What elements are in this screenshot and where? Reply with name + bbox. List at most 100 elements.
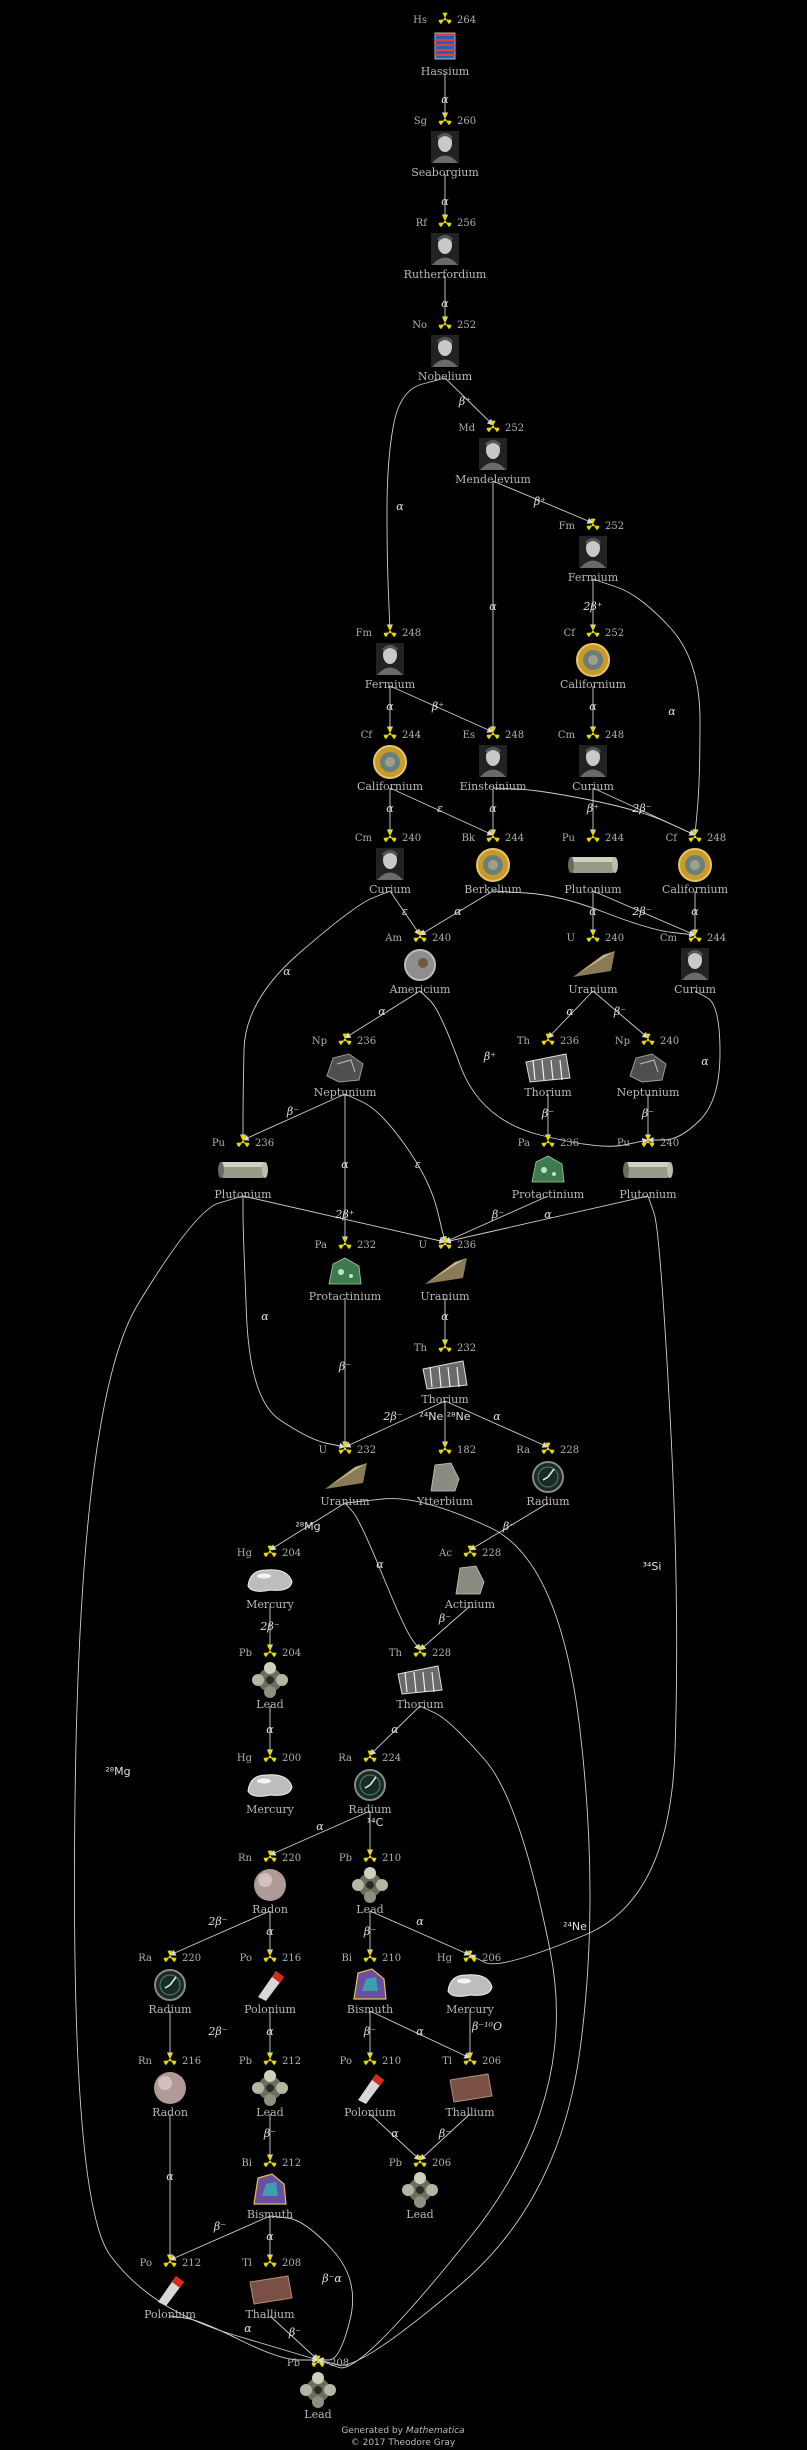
portrait-icon	[579, 536, 607, 568]
decay-label-u236-to-th232: α	[441, 1310, 449, 1323]
element-symbol: U	[419, 1240, 427, 1251]
element-name: Mercury	[446, 2003, 495, 2016]
radiation-icon	[383, 727, 397, 740]
decay-edge-u240-to-np240	[592, 990, 649, 1039]
decay-label-es248-to-bk244: α	[489, 802, 497, 815]
decay-label-ra224-to-rn220: α	[316, 1820, 324, 1833]
decay-edge-tl206-to-pb206	[419, 2113, 471, 2161]
decay-edge-u232-to-pb208	[317, 1498, 591, 2366]
decay-label-pu240-to-hg206: ³⁴Si	[643, 1560, 662, 1573]
element-symbol: Hg	[237, 1548, 253, 1559]
mass-number: 248	[402, 628, 421, 639]
radiation-icon	[541, 1135, 555, 1148]
seal-icon	[576, 643, 610, 677]
element-name: Bismuth	[247, 2208, 293, 2221]
decay-label-u240-to-np240: β⁻	[613, 1005, 626, 1018]
mass-number: 240	[432, 933, 451, 944]
decay-edge-bk244-to-cm244	[492, 890, 696, 938]
decay-label-rf256-to-no252: α	[441, 297, 449, 310]
decay-label-cf252-to-cm248: α	[589, 700, 597, 713]
decay-edge-cm248-to-cf248	[592, 787, 696, 836]
element-name: Hassium	[421, 65, 470, 78]
decay-label-po210-to-pb206: α	[391, 2127, 399, 2140]
element-symbol: Ac	[438, 1548, 452, 1559]
element-name: Americium	[389, 983, 451, 996]
element-symbol: Es	[463, 730, 475, 741]
element-name: Polonium	[144, 2308, 196, 2321]
portrait-icon	[479, 745, 507, 777]
decay-label-u232-to-hg204: ²⁸Mg	[295, 1520, 320, 1533]
mass-number: 216	[182, 2056, 201, 2067]
mass-number: 260	[457, 116, 476, 127]
element-name: Californium	[357, 780, 424, 793]
building-icon	[397, 1665, 443, 1695]
element-name: Polonium	[244, 2003, 296, 2016]
decay-edge-bi210-to-tl206	[369, 2010, 471, 2059]
mass-number: 240	[660, 1036, 679, 1047]
element-name: Actinium	[444, 1598, 496, 1611]
portrait-icon	[431, 233, 459, 265]
element-name: Radon	[252, 1903, 288, 1916]
decay-edge-pu240-to-hg206	[469, 1195, 678, 1965]
element-name: Seaborgium	[411, 166, 479, 179]
decay-edge-pb210-to-hg206	[369, 1910, 471, 1956]
decay-label-u232-to-th228: α	[376, 1558, 384, 1571]
mass-number: 200	[282, 1753, 301, 1764]
decay-edge-np236-to-u236	[344, 1093, 447, 1243]
element-symbol: Pb	[239, 2056, 252, 2067]
mass-number: 248	[707, 833, 726, 844]
decay-label-th228-to-ra224: α	[391, 1723, 399, 1736]
wedge-icon	[425, 1258, 467, 1284]
element-symbol: Np	[312, 1036, 327, 1047]
decay-label-cm248-to-cf248: 2β⁻	[631, 802, 651, 815]
element-name: Protactinium	[309, 1290, 382, 1303]
decay-edge-th232-to-u232	[344, 1400, 446, 1448]
element-symbol: Po	[240, 1953, 252, 1964]
decay-edge-u240-to-th236	[547, 990, 594, 1039]
radiation-icon	[438, 215, 452, 228]
radiation-icon	[586, 930, 600, 943]
decay-edge-pu236-to-pb208	[74, 1195, 319, 2362]
radiation-icon	[383, 830, 397, 843]
element-name: Plutonium	[214, 1188, 272, 1201]
decay-label-pb210-to-bi210: β⁻	[363, 1925, 376, 1938]
mass-number: 240	[402, 833, 421, 844]
decay-label-bi212-to-tl208: α	[266, 2230, 274, 2243]
portrait-icon	[376, 643, 404, 675]
decay-label-fm248-to-cf244: α	[386, 700, 394, 713]
mass-number: 244	[707, 933, 726, 944]
element-symbol: Pa	[315, 1240, 327, 1251]
mass-number: 224	[382, 1753, 401, 1764]
radiation-icon	[586, 830, 600, 843]
element-name: Radium	[526, 1495, 570, 1508]
radiation-icon	[263, 1950, 277, 1963]
decay-label-hg206-to-tl206: β⁻¹⁰O	[471, 2020, 502, 2033]
decay-label-np240-to-pu240: β⁻	[641, 1107, 654, 1120]
decay-label-pu236-to-pb208: ²⁸Mg	[105, 1765, 130, 1778]
radiation-icon	[586, 625, 600, 638]
decay-edge-u232-to-hg204	[269, 1502, 346, 1551]
